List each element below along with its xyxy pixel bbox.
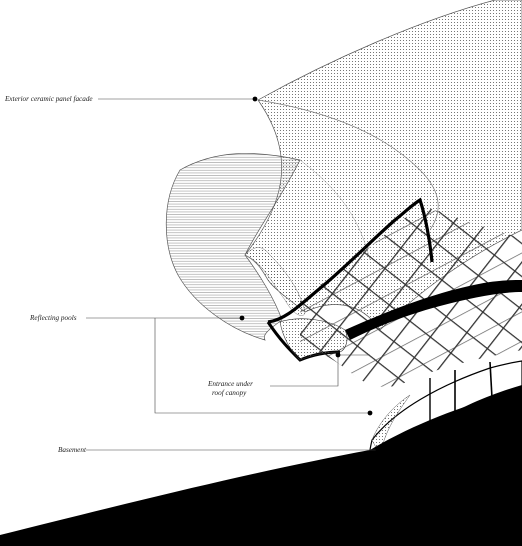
label-entrance-line2: roof canopy (212, 388, 247, 397)
leader-pools (86, 317, 370, 414)
structural-arch-band (345, 280, 522, 340)
ground-mass-right (370, 390, 522, 546)
leader-dot-facade (252, 96, 258, 102)
roof-canopy-outline (267, 197, 434, 324)
label-entrance-under-roof-canopy: Entrance under roof canopy (208, 380, 253, 397)
leader-lines (86, 98, 378, 451)
label-exterior-ceramic-panel-facade: Exterior ceramic panel facade (5, 95, 93, 103)
facade-curve (257, 99, 439, 231)
leader-dot-entrance (335, 352, 341, 358)
leader-dot-pools (239, 315, 245, 321)
basement-dotted-rim (371, 394, 411, 456)
reflecting-pool-shell (165, 153, 301, 341)
canopy-underside (279, 318, 348, 361)
leader-dot-basement (375, 447, 381, 453)
label-entrance-line1: Entrance under (208, 380, 253, 388)
label-reflecting-pools: Reflecting pools (30, 314, 77, 322)
label-basement: Basement (58, 446, 86, 454)
leader-entrance (270, 355, 339, 387)
roof-grid-structure-secondary (300, 205, 522, 387)
leader-dot-pools-lower (367, 410, 373, 416)
basement-column (489, 361, 493, 399)
